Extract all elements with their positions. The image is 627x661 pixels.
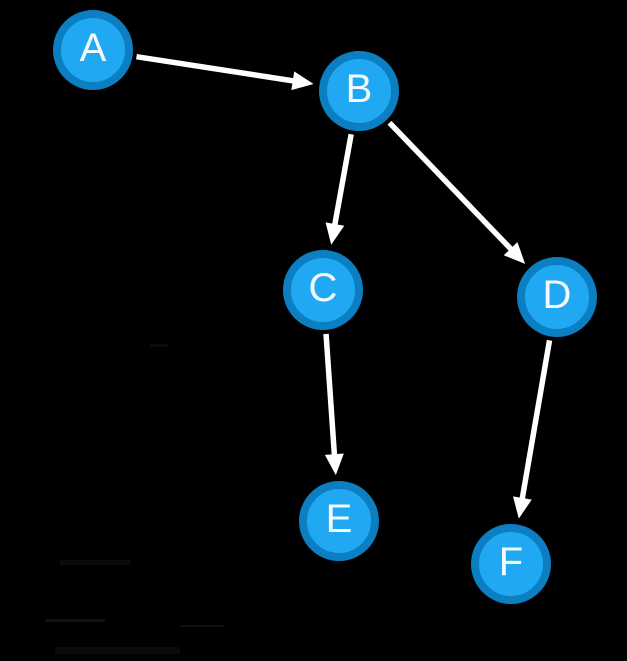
edge-arrow-D-F (513, 339, 553, 519)
edge-arrow-C-E (323, 333, 344, 476)
arrowhead-icon (324, 453, 344, 476)
edge-arrow-B-D (387, 120, 526, 264)
graph-node-F[interactable]: F (471, 524, 551, 604)
arrowhead-icon (503, 242, 526, 264)
graph-node-B[interactable]: B (319, 51, 399, 131)
graph-node-C[interactable]: C (283, 250, 363, 330)
edge-arrow-A-B (136, 53, 314, 91)
arrowhead-icon (325, 222, 345, 245)
edge-arrow-B-C (325, 133, 354, 245)
graph-node-A[interactable]: A (53, 10, 133, 90)
node-label: A (79, 26, 107, 70)
arrowhead-icon (291, 71, 314, 91)
graph-node-E[interactable]: E (299, 481, 379, 561)
node-label: D (542, 273, 572, 317)
node-label: B (345, 67, 373, 111)
graph-node-D[interactable]: D (517, 257, 597, 337)
node-label: C (308, 266, 338, 310)
node-label: F (498, 540, 524, 584)
node-label: E (325, 497, 353, 541)
arrowhead-icon (513, 496, 532, 519)
